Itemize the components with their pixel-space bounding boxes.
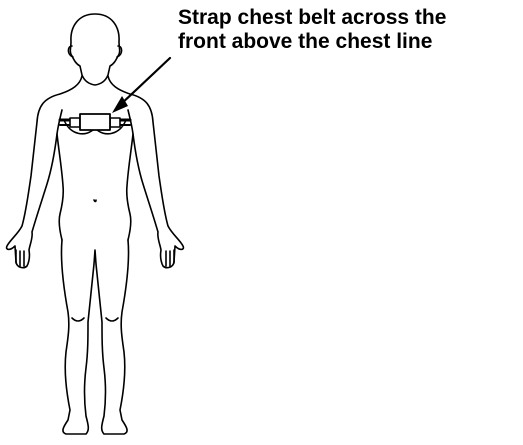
torso-arms-outline	[7, 76, 82, 268]
belt-connector-right	[110, 118, 120, 127]
head-outline	[70, 14, 119, 85]
instruction-text: Strap chest belt across the front above …	[178, 6, 518, 54]
belt-connector-left	[70, 118, 80, 127]
legs-outline	[61, 240, 128, 434]
pointer-arrow	[119, 58, 170, 106]
instruction-line-2: front above the chest line	[178, 30, 518, 54]
instruction-line-1: Strap chest belt across the	[178, 6, 518, 30]
chest-belt-transmitter	[80, 114, 110, 130]
